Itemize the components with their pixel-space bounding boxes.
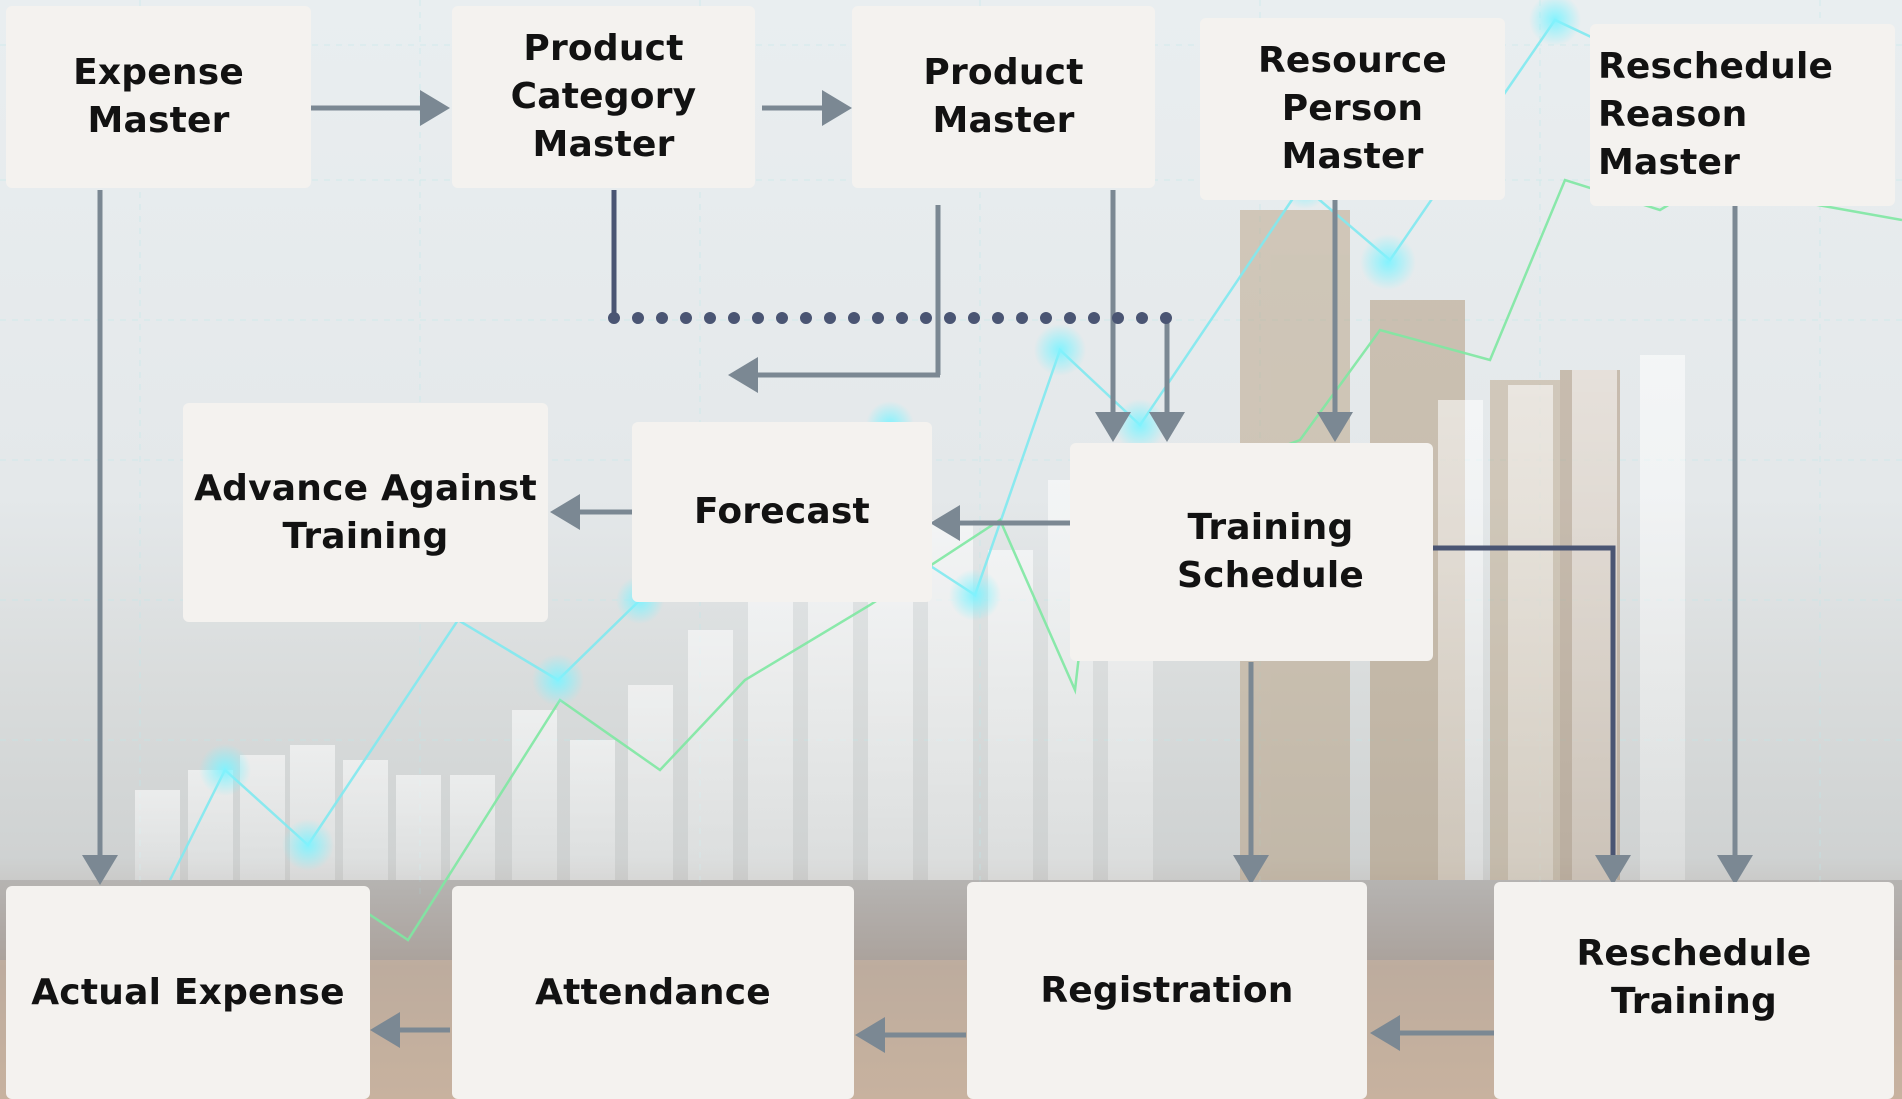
node-label: Training Schedule <box>1176 507 1365 596</box>
node-advance-against-training[interactable]: Advance Against Training <box>183 403 548 622</box>
connector-training-schedule-to-reschedule <box>1433 545 1616 860</box>
node-reschedule-reason-master[interactable]: Reschedule Reason Master <box>1590 24 1895 206</box>
node-actual-expense[interactable]: Actual Expense <box>6 886 370 1099</box>
arrow-expense-to-product-category <box>310 90 450 126</box>
arrow-product-master-to-training-schedule <box>1095 190 1131 442</box>
arrow-reschedule-training-to-registration <box>1370 1015 1495 1051</box>
node-reschedule-training[interactable]: Reschedule Training <box>1494 882 1894 1099</box>
arrow-forecast-to-advance <box>550 494 632 530</box>
node-resource-person-master[interactable]: Resource Person Master <box>1200 18 1505 200</box>
arrow-registration-to-attendance <box>855 1017 966 1053</box>
node-label: Expense Master <box>73 52 244 141</box>
node-label: Resource Person Master <box>1257 40 1448 177</box>
node-label: Product Category Master <box>510 28 697 165</box>
arrow-training-schedule-to-forecast <box>930 505 1075 541</box>
node-label: Product Master <box>923 52 1084 141</box>
arrow-expense-master-to-actual-expense <box>82 190 118 885</box>
node-product-master[interactable]: Product Master <box>852 6 1155 188</box>
arrow-attendance-to-actual-expense <box>370 1012 450 1048</box>
node-label: Advance Against Training <box>194 467 537 557</box>
arrow-dotted-to-training-schedule <box>1149 318 1185 442</box>
node-forecast[interactable]: Forecast <box>632 422 932 602</box>
arrow-training-schedule-to-registration <box>1233 662 1269 885</box>
node-label: Reschedule Reason Master <box>1598 46 1834 183</box>
arrowhead-to-reschedule-training <box>1595 855 1631 885</box>
arrow-product-category-to-product-master <box>762 90 852 126</box>
arrow-product-master-branch-left <box>728 205 941 393</box>
node-product-category-master[interactable]: Product Category Master <box>452 6 755 188</box>
node-label: Attendance <box>535 971 771 1013</box>
node-training-schedule[interactable]: Training Schedule <box>1070 443 1433 661</box>
node-expense-master[interactable]: Expense Master <box>6 6 311 188</box>
node-label: Actual Expense <box>31 971 345 1013</box>
node-label: Registration <box>1040 969 1294 1011</box>
node-label: Forecast <box>694 491 870 532</box>
node-label: Reschedule Training <box>1576 932 1812 1022</box>
node-registration[interactable]: Registration <box>967 882 1367 1099</box>
arrow-resource-person-to-training-schedule <box>1317 198 1353 442</box>
arrow-reschedule-reason-to-reschedule-training <box>1717 205 1753 885</box>
node-attendance[interactable]: Attendance <box>452 886 854 1099</box>
